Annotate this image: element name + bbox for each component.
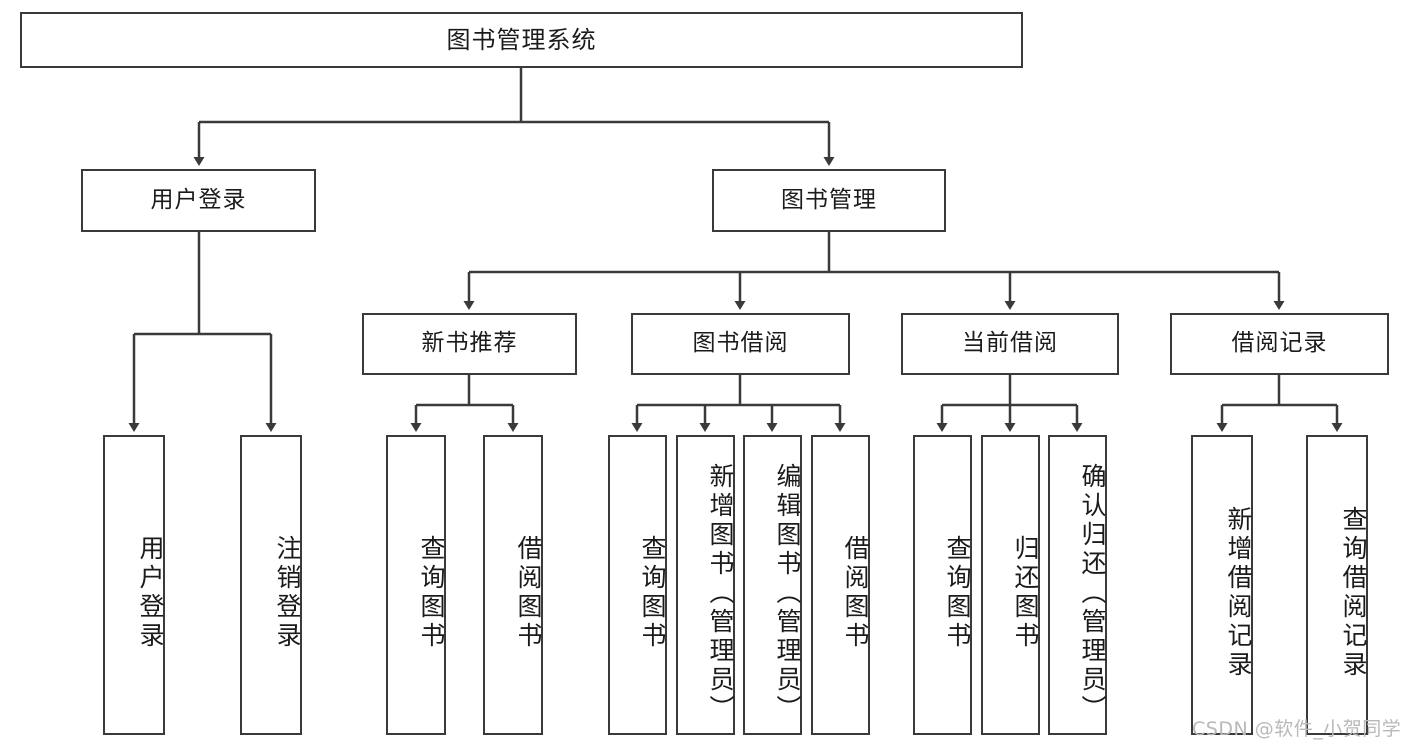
leaf-book-borrow-edit-book-admin[interactable]: 编辑图书（管理员）	[743, 435, 802, 735]
leaf-book-borrow-borrow-books[interactable]: 借阅图书	[811, 435, 870, 735]
leaf-book-borrow-add-book-admin[interactable]: 新增图书（管理员）	[676, 435, 735, 735]
node-label: 借阅图书	[514, 535, 543, 651]
node-label: 查询借阅记录	[1339, 506, 1368, 680]
leaf-book-borrow-query-books[interactable]: 查询图书	[608, 435, 667, 735]
node-root-book-management-system[interactable]: 图书管理系统	[20, 12, 1023, 68]
node-label: 新增图书（管理员）	[706, 462, 735, 724]
node-label: 编辑图书（管理员）	[773, 462, 802, 724]
node-label: 查询图书	[638, 535, 667, 651]
node-user-login[interactable]: 用户登录	[81, 169, 316, 232]
csdn-watermark: CSDN @软件_小贺同学	[1192, 718, 1402, 740]
node-label: 确认归还（管理员）	[1078, 462, 1107, 724]
leaf-current-borrow-confirm-return-admin[interactable]: 确认归还（管理员）	[1048, 435, 1107, 735]
node-book-management[interactable]: 图书管理	[712, 169, 946, 232]
node-label: 注销登录	[273, 535, 302, 651]
node-new-book-recommend[interactable]: 新书推荐	[362, 313, 577, 375]
node-borrow-record[interactable]: 借阅记录	[1170, 313, 1389, 375]
node-label: 查询图书	[417, 535, 446, 651]
node-label: 用户登录	[150, 186, 247, 213]
node-label: 借阅记录	[1231, 330, 1328, 357]
node-label: 图书管理系统	[446, 25, 597, 54]
node-label: 借阅图书	[841, 535, 870, 651]
leaf-new-book-query-books[interactable]: 查询图书	[386, 435, 446, 735]
leaf-user-login-login[interactable]: 用户登录	[103, 435, 165, 735]
leaf-current-borrow-query-books[interactable]: 查询图书	[913, 435, 972, 735]
node-label: 图书管理	[781, 186, 877, 213]
leaf-current-borrow-return-books[interactable]: 归还图书	[981, 435, 1040, 735]
node-label: 新书推荐	[421, 330, 518, 357]
node-current-borrow[interactable]: 当前借阅	[901, 313, 1119, 375]
leaf-user-login-logout[interactable]: 注销登录	[240, 435, 302, 735]
node-label: 查询图书	[943, 535, 972, 651]
leaf-borrow-record-add-record[interactable]: 新增借阅记录	[1191, 435, 1253, 735]
node-label: 图书借阅	[692, 330, 789, 357]
node-label: 归还图书	[1011, 535, 1040, 651]
node-label: 新增借阅记录	[1224, 506, 1253, 680]
node-label: 用户登录	[136, 535, 165, 651]
node-book-borrow[interactable]: 图书借阅	[631, 313, 850, 375]
leaf-new-book-borrow-books[interactable]: 借阅图书	[483, 435, 543, 735]
leaf-borrow-record-query-record[interactable]: 查询借阅记录	[1306, 435, 1368, 735]
node-label: 当前借阅	[962, 330, 1058, 357]
